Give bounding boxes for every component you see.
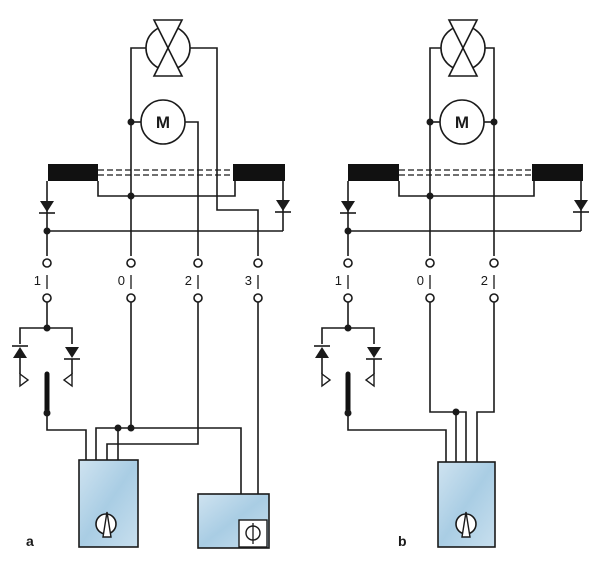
knob-icon [245,523,261,544]
contact-bar-left [348,164,399,181]
contact-bar-right [532,164,583,181]
motor-label: M [156,113,170,132]
motor-icon: M [439,99,485,145]
diode-icon [12,345,30,388]
knob-icon [95,511,117,538]
motor-icon: M [140,99,186,145]
fan-icon [440,19,486,77]
switch-position-label: 2 [185,273,192,288]
switch-module [437,461,496,548]
diode-icon [39,201,55,214]
switch-position-label: 0 [417,273,424,288]
diode-icon [340,201,356,214]
switch-module [78,459,139,548]
switch-position-label: 1 [335,273,342,288]
diagram-b: M 1 0 [314,19,589,549]
control-module [197,493,270,549]
switch-position-label: 2 [481,273,488,288]
switch-position-label: 3 [245,273,252,288]
fan-icon [145,19,191,77]
diode-icon [314,345,332,388]
panel-label-b: b [398,533,407,549]
diode-icon [573,200,589,213]
switch-position-label: 1 [34,273,41,288]
motor-label: M [455,113,469,132]
diagram-a: M 1 0 [12,19,291,549]
knob-icon [455,511,477,538]
diode-icon [62,347,80,388]
contact-bar-right [233,164,285,181]
diode-icon [275,200,291,213]
panel-label-a: a [26,533,34,549]
diode-icon [364,347,382,388]
switch-position-label: 0 [118,273,125,288]
contact-bar-left [48,164,98,181]
